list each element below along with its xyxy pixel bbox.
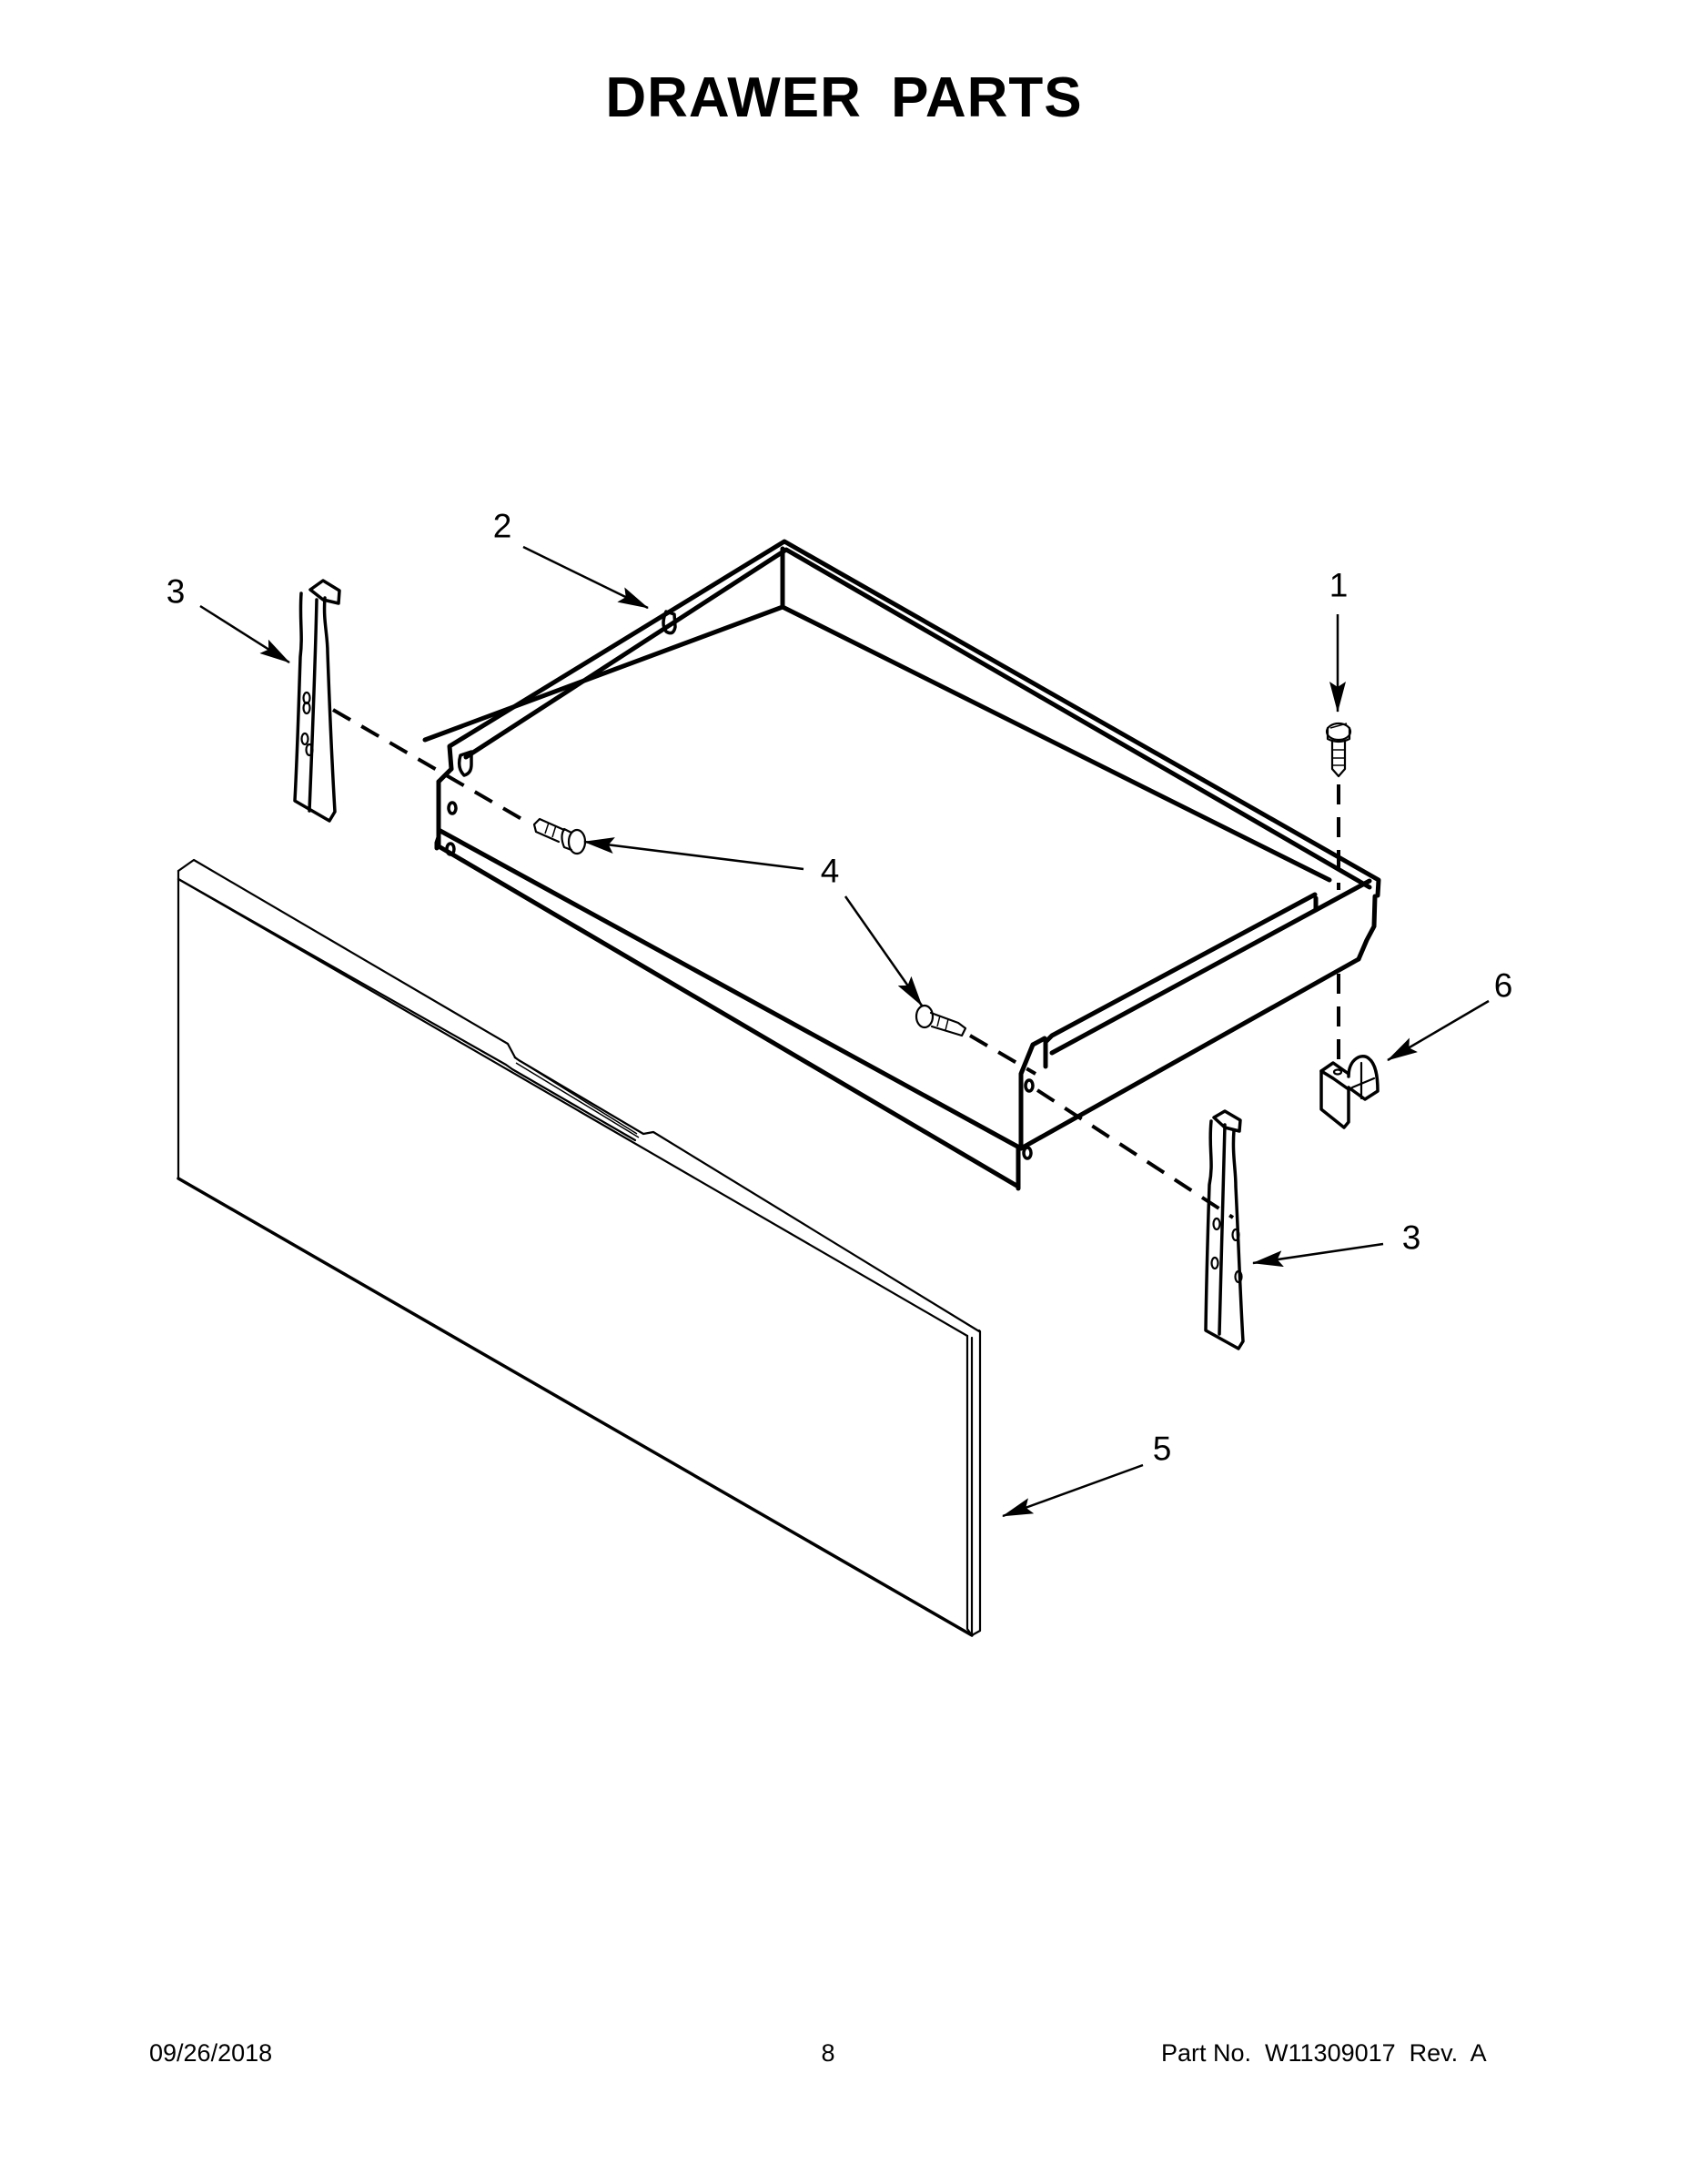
footer-part-number: Part No. W11309017 Rev. A (1161, 2039, 1487, 2067)
drawer-front-panel (177, 858, 982, 1637)
callout-3-right-label: 3 (1401, 1218, 1421, 1257)
footer-page-number: 8 (821, 2039, 835, 2067)
callout-4-label: 4 (820, 852, 840, 890)
drawer-glide-bracket-left (293, 579, 341, 823)
screw-part-1 (1325, 722, 1352, 778)
assembly-lines (331, 708, 1340, 1219)
callout-2-label: 2 (492, 507, 512, 545)
glide-clip-part-6 (1319, 1055, 1380, 1129)
page-title: DRAWER PARTS (605, 66, 1083, 129)
callout-5-label: 5 (1152, 1430, 1172, 1468)
footer-date: 09/26/2018 (149, 2039, 273, 2067)
screw-part-4-right (915, 1004, 967, 1037)
drawer-glide-bracket-right (1204, 1109, 1245, 1350)
callout-1-label: 1 (1329, 566, 1349, 604)
callout-6-label: 6 (1493, 966, 1513, 1005)
drawer-box (422, 539, 1381, 1191)
screw-part-4-left (532, 817, 587, 855)
callout-leaders (199, 545, 1490, 1518)
callout-3-left-label: 3 (166, 572, 186, 611)
